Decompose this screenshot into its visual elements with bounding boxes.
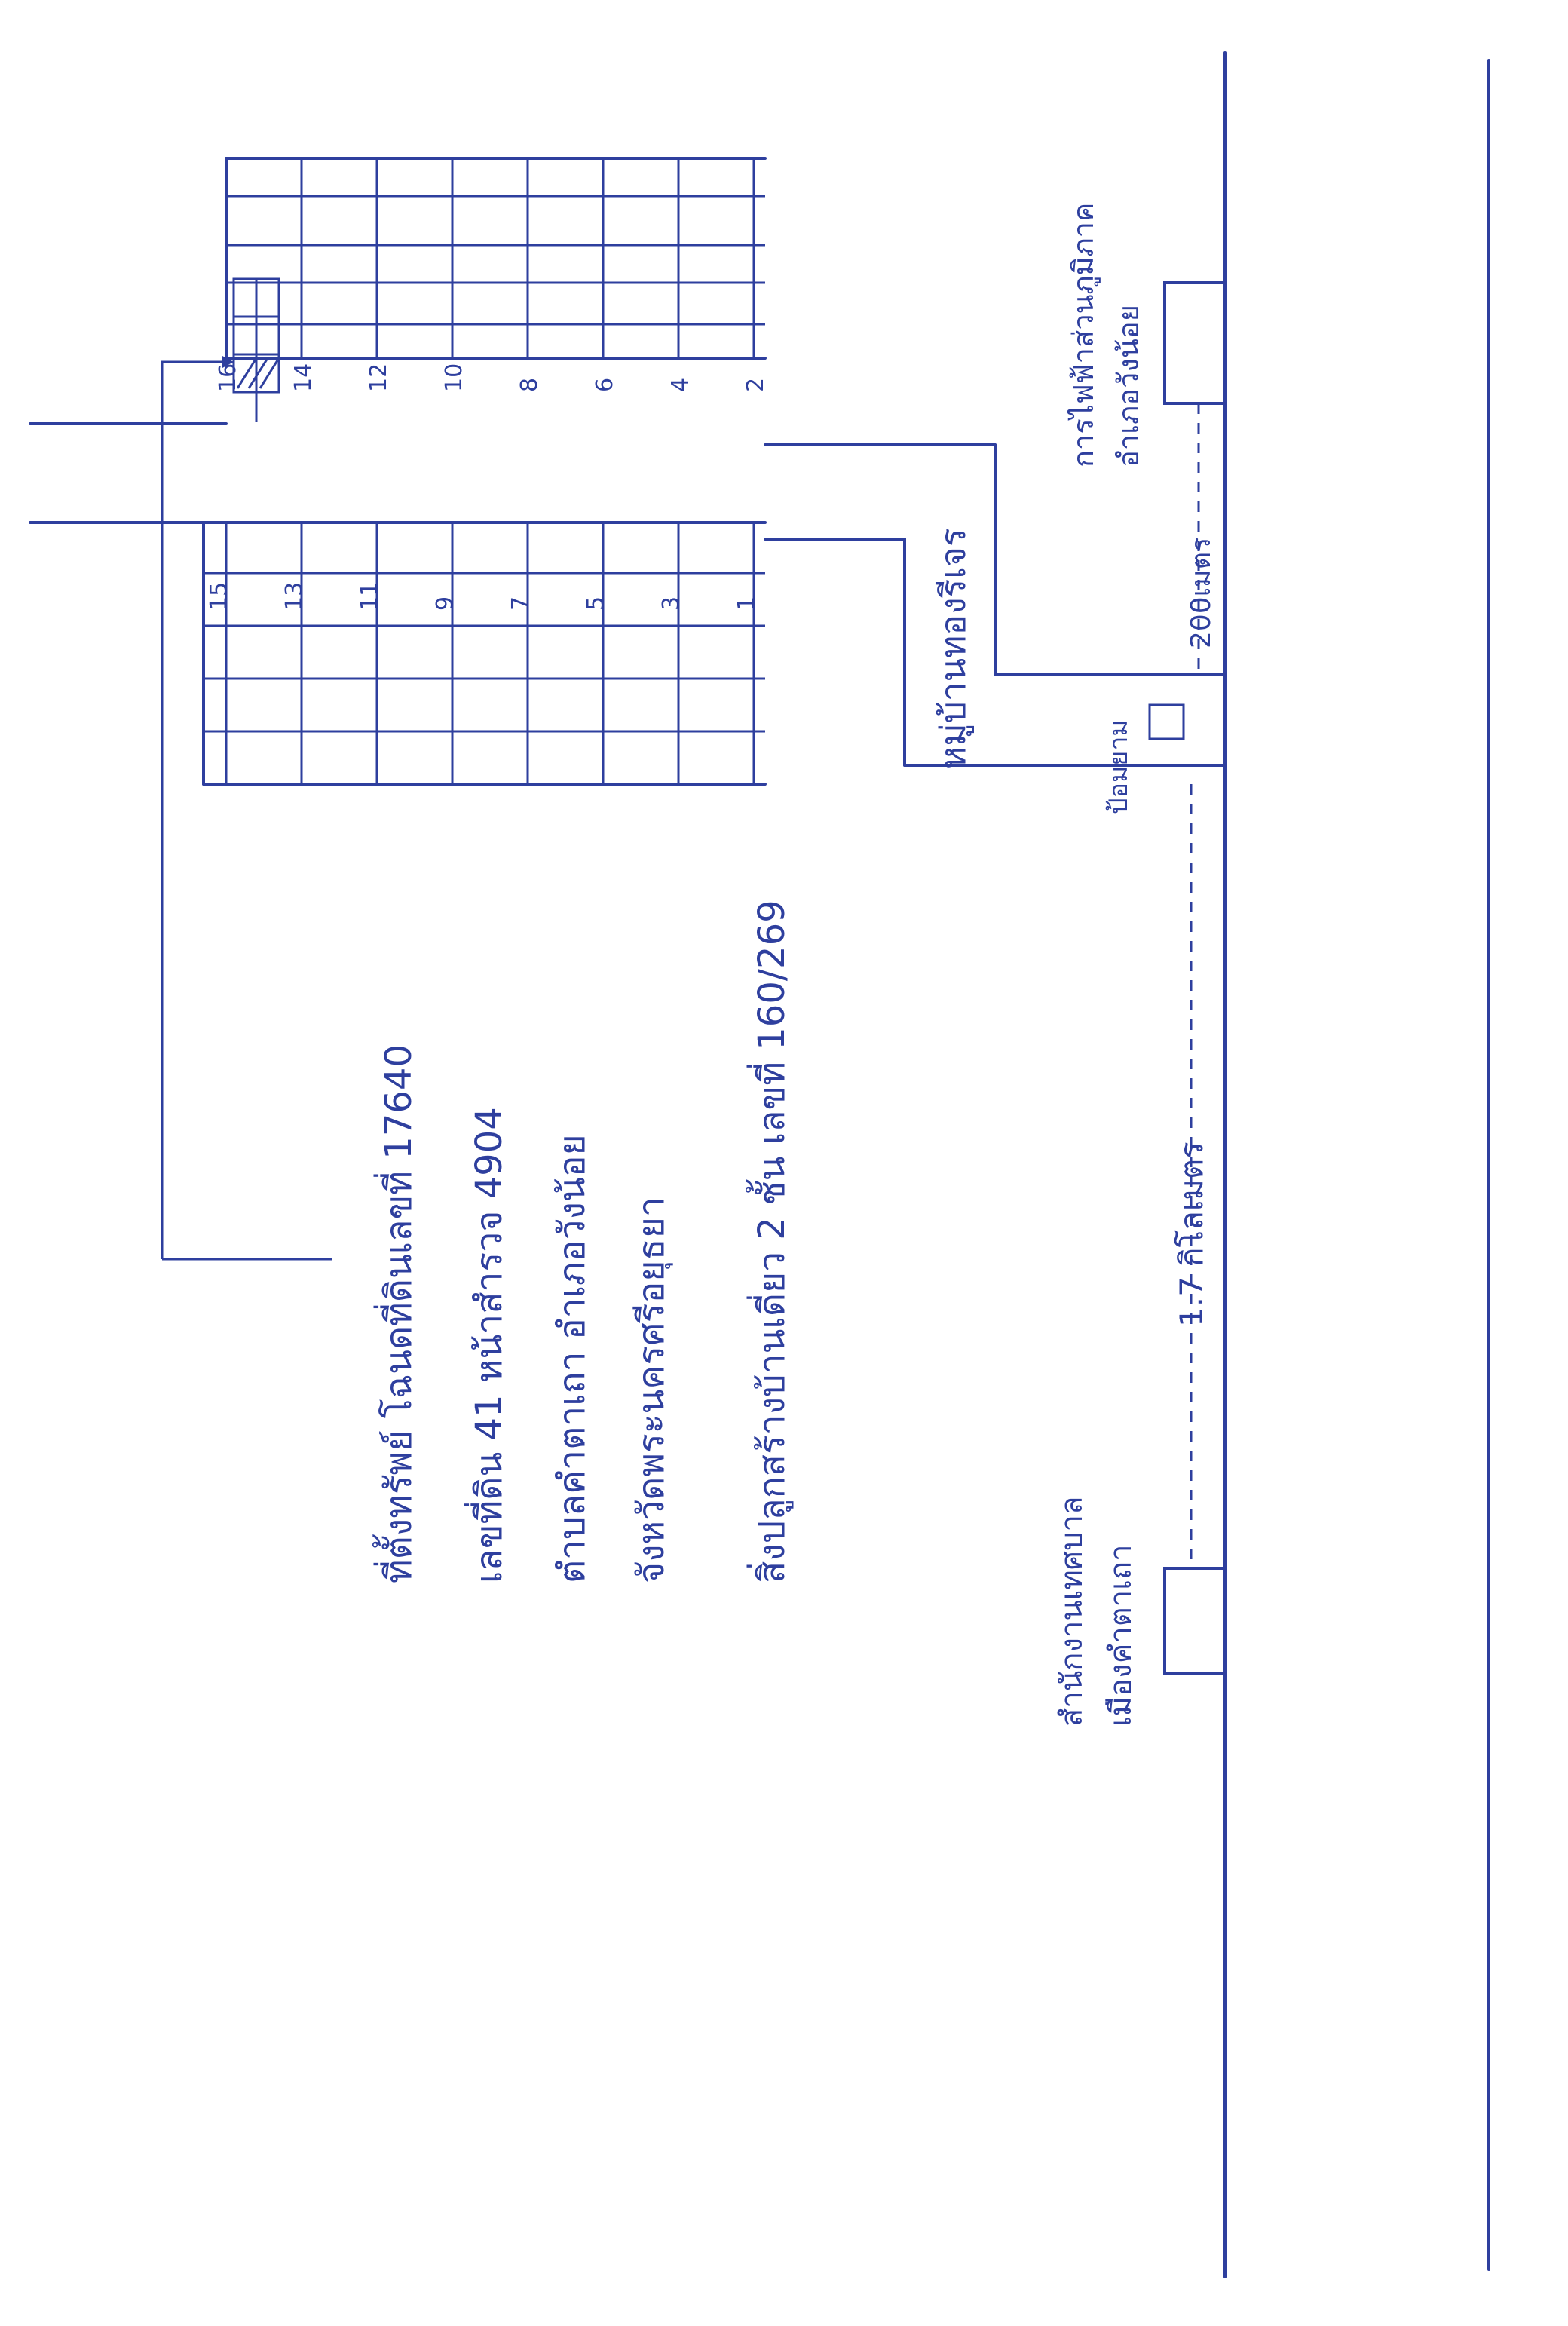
plot-number-14: 14 xyxy=(290,363,317,392)
location-line-2: เลขที่ดิน 41 หน้าสำรวจ 4904 xyxy=(464,1107,510,1583)
plot-number-1: 1 xyxy=(733,596,760,611)
electricity-office-label-1: การไฟฟ้าส่วนภูมิภาค xyxy=(1067,203,1101,467)
municipality-label-1: สำนักงานเทศบาล xyxy=(1055,1496,1089,1727)
subject-plot-marker xyxy=(232,277,280,422)
plot-number-8: 8 xyxy=(516,378,543,392)
arrow-head xyxy=(222,356,234,368)
subject-pointer-arrow xyxy=(161,360,222,1259)
plot-number-16: 16 xyxy=(215,363,241,392)
electricity-office-box xyxy=(1163,281,1227,405)
plot-number-3: 3 xyxy=(658,596,684,611)
plot-number-6: 6 xyxy=(592,378,618,392)
municipality-label-2: เมืองคำตาเถา xyxy=(1104,1544,1138,1727)
plot-number-7: 7 xyxy=(507,596,534,611)
location-line-1: ที่ตั้งทรัพย์ โฉนดที่ดินเลขที่ 17640 xyxy=(372,1044,420,1583)
plot-numbers: 16 14 12 10 8 6 4 2 15 13 11 9 7 5 3 1 xyxy=(206,363,769,611)
location-description: ที่ตั้งทรัพย์ โฉนดที่ดินเลขที่ 17640 เลข… xyxy=(372,899,794,1583)
plot-number-5: 5 xyxy=(583,596,609,611)
lower-plot-row xyxy=(202,521,767,786)
plot-number-13: 13 xyxy=(281,582,308,611)
electricity-office-label-2: อำเภอวังน้อย xyxy=(1112,305,1145,467)
guardhouse-label: ป้อมยาม xyxy=(1104,719,1134,814)
distance-200m-label: 200เมตร xyxy=(1186,538,1217,648)
location-line-3: ตำบลคำตาเถา อำเภอวังน้อย xyxy=(551,1134,593,1583)
plot-number-12: 12 xyxy=(366,363,392,392)
distance-1_7km-label: 1.7 กิโลเมตร xyxy=(1173,1142,1210,1327)
plot-number-15: 15 xyxy=(206,582,232,611)
municipality-box xyxy=(1163,1567,1227,1675)
plot-number-11: 11 xyxy=(357,582,383,611)
location-line-5: สิ่งปลูกสร้างบ้านเดี่ยว 2 ชั้น เลขที่ 16… xyxy=(746,899,794,1583)
location-line-4: จังหวัดพระนครศรีอยุธยา xyxy=(630,1197,673,1583)
plot-number-2: 2 xyxy=(743,378,769,392)
plot-number-9: 9 xyxy=(432,596,458,611)
plot-number-10: 10 xyxy=(441,363,467,392)
upper-plot-row xyxy=(225,157,767,360)
village-label: หมู่บ้านทองรีเจร xyxy=(933,528,974,769)
guardhouse-box xyxy=(1148,703,1185,740)
plot-number-4: 4 xyxy=(667,378,694,392)
